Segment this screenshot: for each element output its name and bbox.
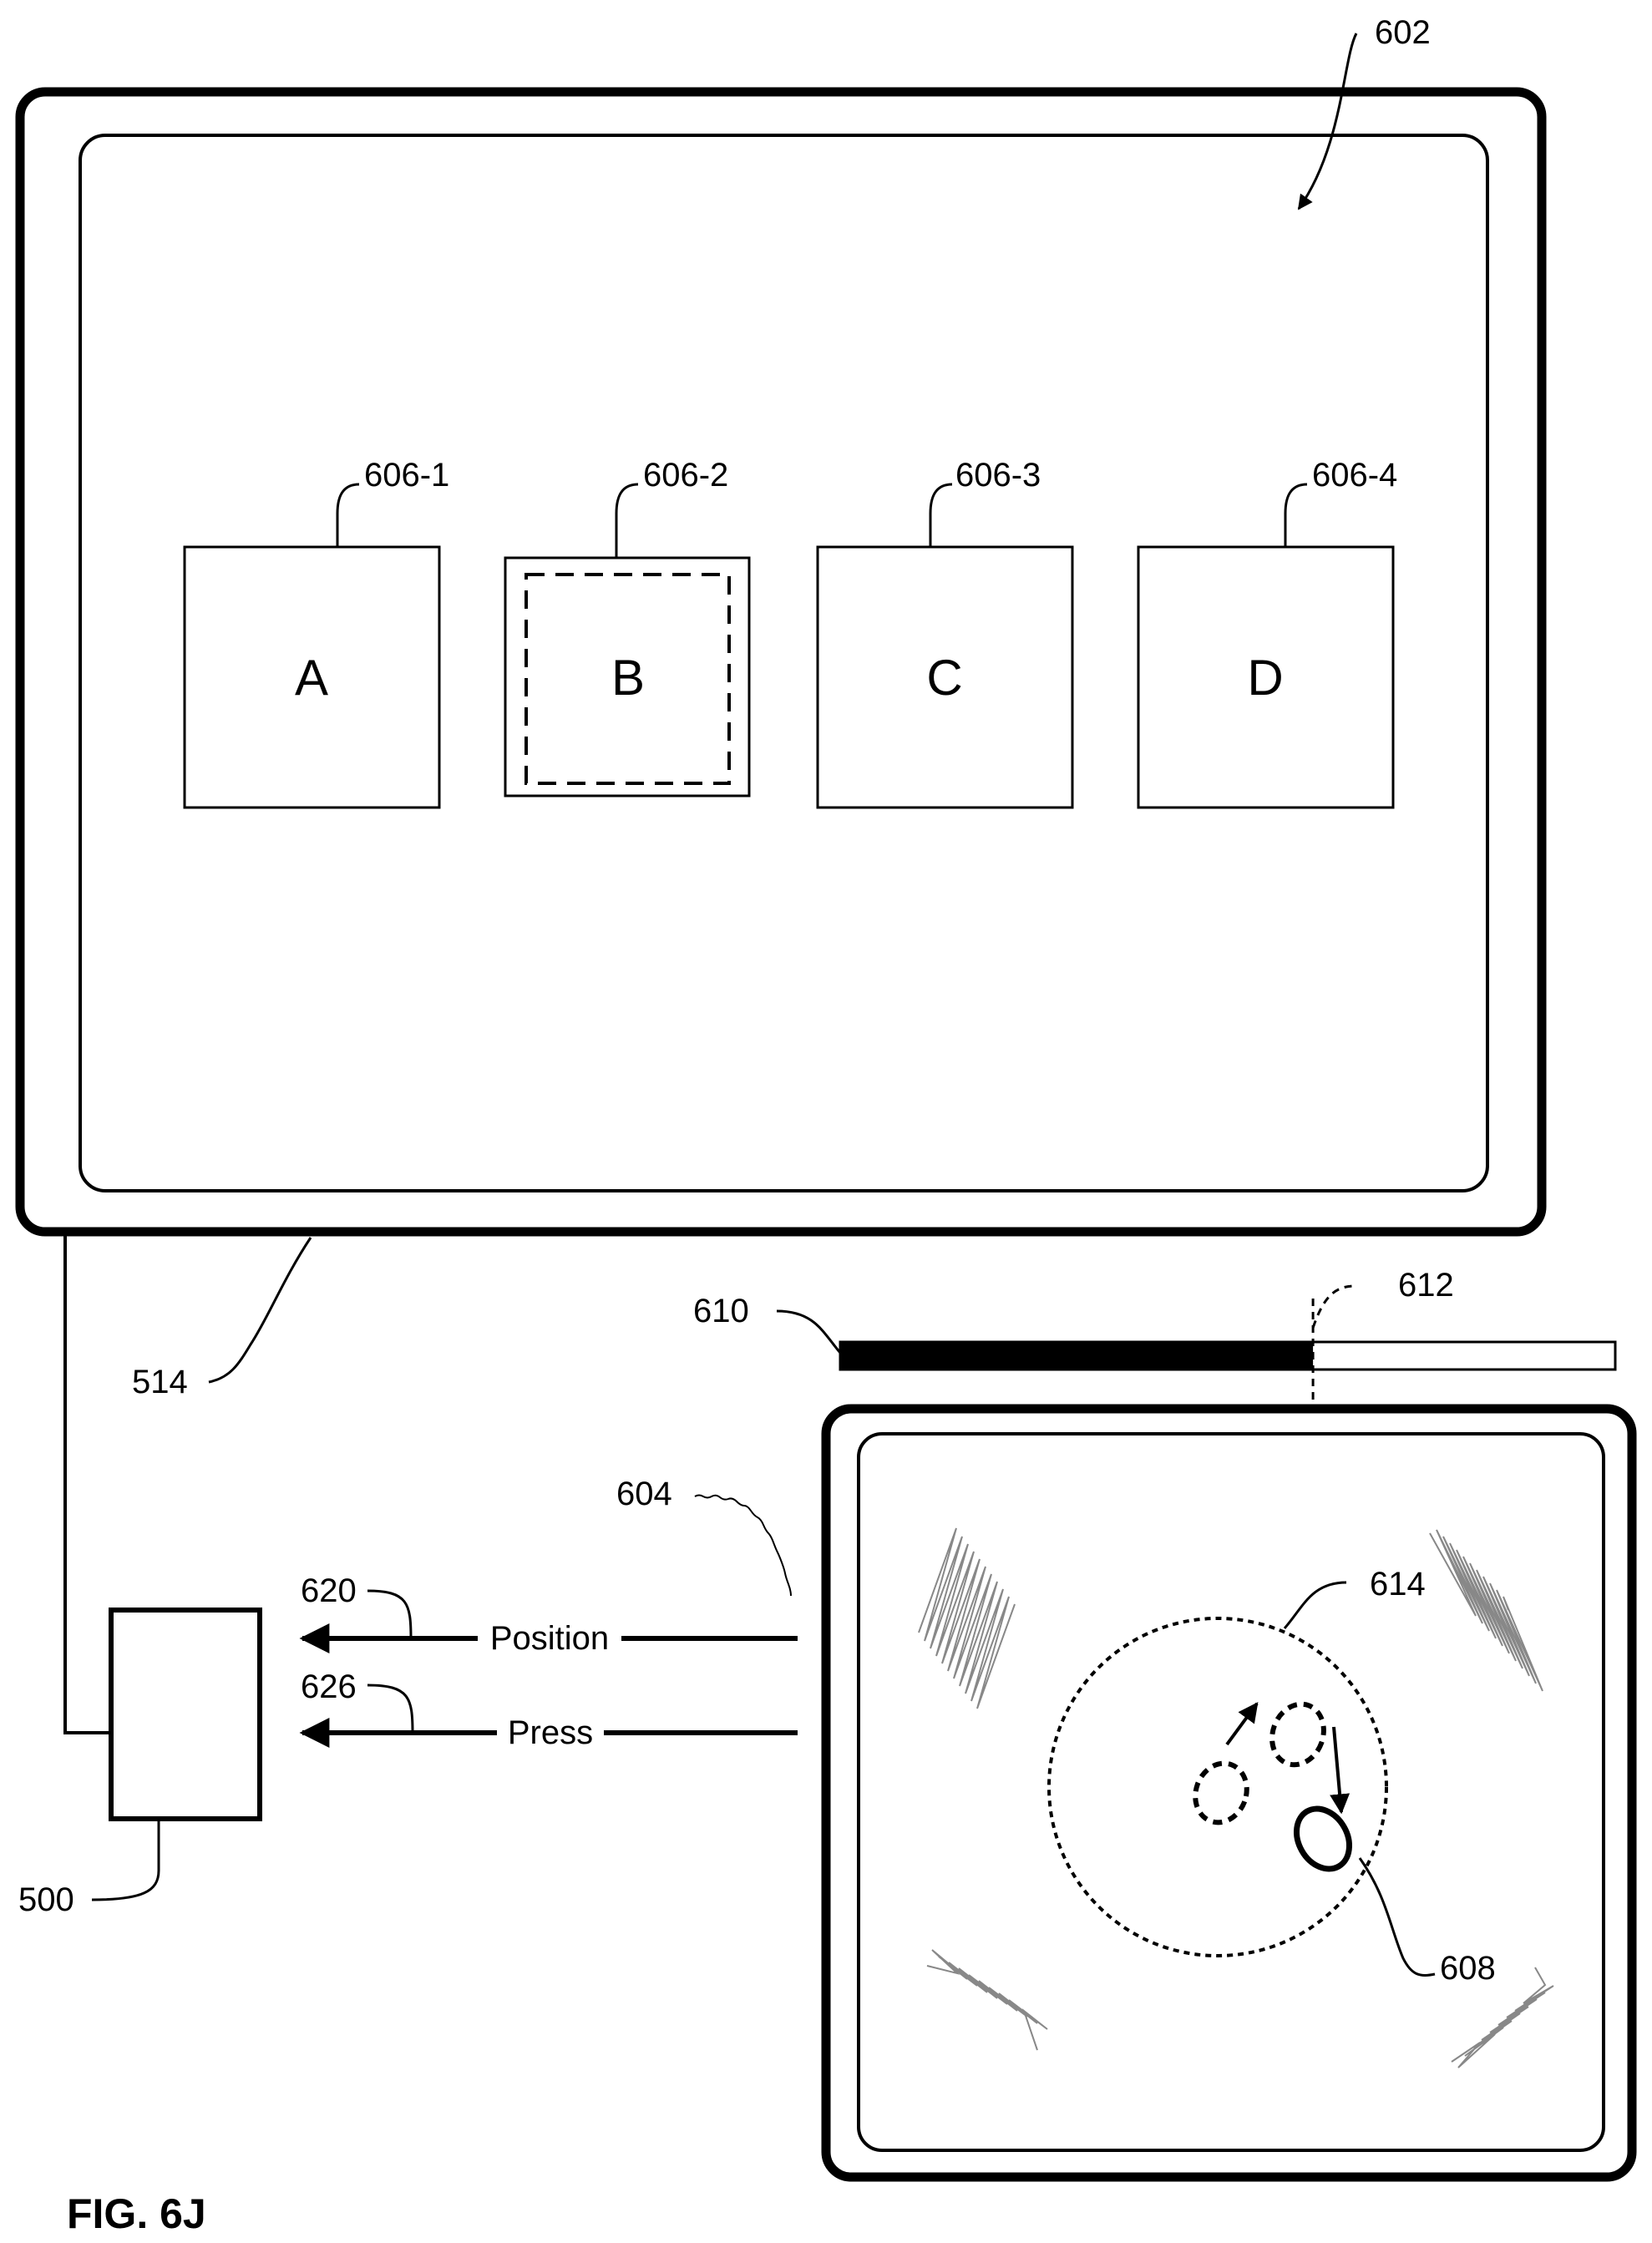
tile-ref-label: 606-4 [1312, 457, 1397, 494]
tile-letter: A [295, 650, 328, 706]
tile-letter: C [926, 650, 962, 706]
progress-bar-ref-leader [777, 1311, 840, 1353]
device-ref-label: 500 [18, 1881, 74, 1918]
progress-bar-ref-label: 610 [693, 1293, 749, 1329]
cable-ref-label: 514 [132, 1364, 188, 1400]
touch-surface-ref-leader [695, 1496, 791, 1597]
tile-ref-label: 606-3 [955, 457, 1041, 494]
figure-label: FIG. 6J [67, 2190, 206, 2237]
tile-ref-label: 606-2 [643, 457, 728, 494]
tile-letter: B [611, 650, 645, 706]
touch-surface-device [826, 1409, 1632, 2177]
cable-ref-leader [209, 1238, 311, 1382]
touch-region-ref-label: 614 [1370, 1566, 1426, 1603]
signal-position-label: Position [490, 1620, 609, 1657]
signal-press: Press 626 [301, 1668, 798, 1751]
touch-surface-area[interactable] [859, 1434, 1604, 2150]
tile-ref-label: 606-1 [364, 457, 449, 494]
touch-surface-ref-label: 604 [616, 1476, 672, 1512]
signal-position-ref-label: 620 [301, 1572, 357, 1609]
touch-surface-ref-callout: 604 [616, 1476, 791, 1596]
signal-press-ref-label: 626 [301, 1668, 357, 1705]
cable-line [65, 1232, 111, 1733]
device-box [111, 1610, 260, 1819]
tile-letter: D [1247, 650, 1283, 706]
progress-bar-fill [840, 1342, 1313, 1370]
device-ref-leader [92, 1819, 159, 1900]
signal-position: Position 620 [301, 1572, 798, 1657]
device-500: 500 [18, 1610, 260, 1918]
signal-press-ref-leader [367, 1685, 413, 1733]
threshold-ref-label: 612 [1398, 1267, 1454, 1304]
signal-position-ref-leader [367, 1591, 411, 1638]
display-ref-label: 602 [1375, 14, 1431, 51]
contact-ref-label: 608 [1440, 1950, 1496, 1987]
progress-bar: 610 612 [693, 1267, 1615, 1403]
signal-press-label: Press [508, 1714, 593, 1751]
threshold-ref-leader [1313, 1286, 1355, 1328]
